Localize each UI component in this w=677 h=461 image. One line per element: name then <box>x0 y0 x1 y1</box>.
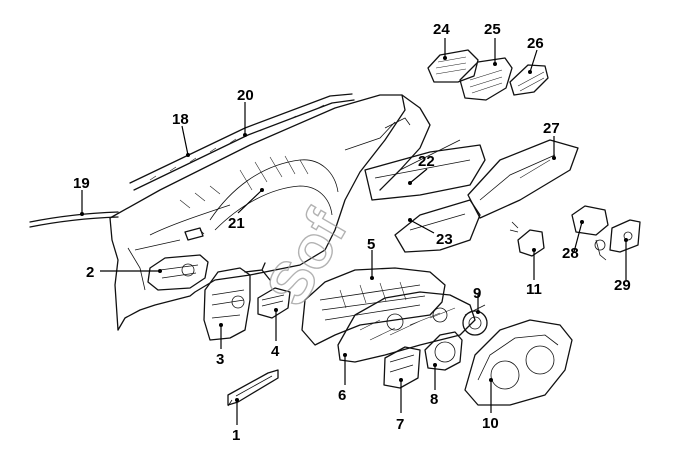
callout-5: 5 <box>367 236 375 253</box>
part-10-cluster-lens <box>464 319 573 406</box>
callout-29: 29 <box>614 277 631 294</box>
part-25-center-vent <box>459 57 513 101</box>
callout-18: 18 <box>172 111 189 128</box>
part-5-cluster-housing <box>301 267 446 346</box>
part-20-instrument-panel <box>109 94 461 331</box>
callout-2: 2 <box>86 264 94 281</box>
callout-22: 22 <box>418 153 435 170</box>
part-24-air-vent <box>427 49 479 83</box>
callout-4: 4 <box>271 343 280 360</box>
callout-7: 7 <box>396 416 404 433</box>
part-28-lock-cylinder <box>571 205 609 261</box>
callout-3: 3 <box>216 351 224 368</box>
callout-19: 19 <box>73 175 90 192</box>
callout-1: 1 <box>232 427 240 444</box>
part-29-trim-cover <box>609 219 641 253</box>
part-18-defroster-strip <box>129 93 355 191</box>
part-23-lower-panel <box>394 199 481 253</box>
part-6-circuit-board <box>337 291 476 363</box>
part-21-bolt <box>184 227 205 241</box>
callout-25: 25 <box>484 21 501 38</box>
callout-27: 27 <box>543 120 560 137</box>
leader-lines <box>81 38 627 425</box>
callout-24: 24 <box>433 21 450 38</box>
part-9-small-gauge <box>462 304 488 336</box>
callout-20: 20 <box>237 87 254 104</box>
part-2-side-vent <box>147 254 209 291</box>
part-26-side-vent <box>509 64 549 96</box>
part-1-lower-trim <box>227 369 279 407</box>
part-4-switch <box>257 287 291 319</box>
watermark: Sof <box>253 198 360 316</box>
part-22-glove-box <box>364 144 486 201</box>
callout-26: 26 <box>527 35 544 52</box>
callout-9: 9 <box>473 285 481 302</box>
part-19-trim-strip <box>29 211 119 228</box>
callout-23: 23 <box>436 231 453 248</box>
leader-dots <box>80 56 628 402</box>
part-27-glove-box-lid <box>467 139 579 219</box>
callout-6: 6 <box>338 387 346 404</box>
part-7-speedometer-module <box>383 346 421 389</box>
callout-10: 10 <box>482 415 499 432</box>
part-11-connector <box>509 221 545 257</box>
callout-11: 11 <box>526 281 542 298</box>
part-8-tachometer-module <box>424 331 463 371</box>
callout-21: 21 <box>228 215 245 232</box>
callout-8: 8 <box>430 391 438 408</box>
part-3-switch-bracket <box>203 262 271 341</box>
callout-28: 28 <box>562 245 579 262</box>
callout-labels: 1 2 3 4 5 6 7 8 9 10 11 18 19 20 21 22 2… <box>73 21 631 444</box>
